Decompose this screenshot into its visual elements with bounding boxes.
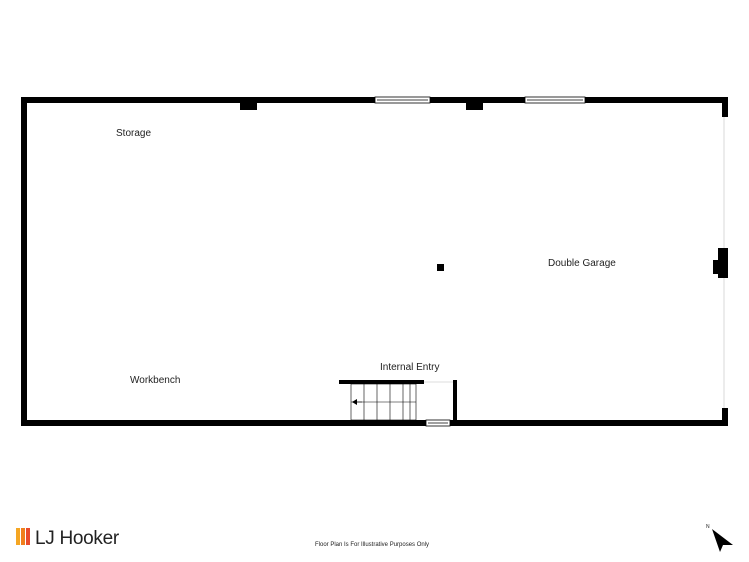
wall-right-upper	[722, 97, 728, 117]
walls	[21, 97, 728, 426]
window-top-2	[524, 96, 586, 104]
entry-wall-top	[339, 380, 424, 384]
stairs-arrow-icon	[352, 399, 357, 405]
wall-top-mid	[430, 97, 525, 103]
compass-label: N	[706, 524, 710, 530]
entry-wall-right	[453, 380, 457, 422]
pier-top-2	[466, 103, 483, 110]
compass: N	[706, 524, 733, 552]
wall-top-right	[585, 97, 728, 103]
wall-left	[21, 97, 27, 426]
room-label-double-garage: Double Garage	[548, 258, 616, 269]
pier-right	[713, 260, 722, 274]
logo-bar-2	[21, 528, 25, 545]
pier-top-1	[240, 103, 257, 110]
wall-top-left	[21, 97, 375, 103]
room-label-internal-entry: Internal Entry	[380, 362, 439, 373]
room-label-storage: Storage	[116, 128, 151, 139]
centre-column	[437, 264, 444, 271]
brand-logo: LJ Hooker	[16, 528, 120, 549]
north-arrow-icon	[712, 529, 733, 552]
footer-disclaimer: Floor Plan Is For Illustrative Purposes …	[315, 542, 429, 548]
room-label-workbench: Workbench	[130, 375, 180, 386]
logo-bar-3	[26, 528, 30, 545]
wall-bottom-right	[450, 420, 728, 426]
windows	[374, 96, 586, 427]
brand-name: LJ Hooker	[35, 528, 120, 549]
logo-bar-1	[16, 528, 20, 545]
pier-right-cap	[718, 248, 728, 278]
wall-bottom-left	[21, 420, 426, 426]
wall-right-lower	[722, 408, 728, 426]
window-top-1	[374, 96, 431, 104]
window-bottom	[425, 419, 451, 427]
